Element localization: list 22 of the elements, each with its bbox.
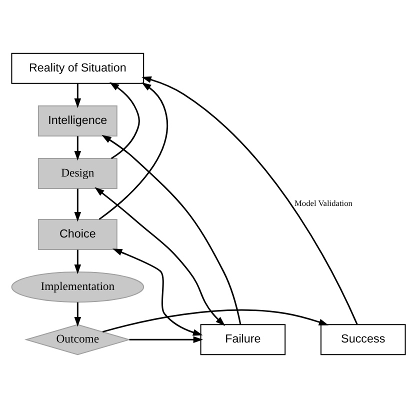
node-box: Design (38, 158, 118, 189)
arrow (74, 302, 82, 326)
arrow (74, 136, 82, 160)
arrow (74, 249, 82, 274)
arrow (102, 308, 329, 332)
arrow (112, 248, 203, 336)
node-box: Intelligence (38, 104, 118, 136)
arrow (129, 336, 204, 343)
node-box: Failure (200, 324, 286, 355)
node-box: Reality of Situation (11, 52, 144, 84)
arrow (102, 134, 242, 324)
node-ellipse: Implementation (11, 271, 144, 302)
edge-label: Model Validation (294, 198, 352, 208)
arrow (109, 82, 140, 159)
arrow (94, 186, 226, 326)
arrow (98, 82, 168, 220)
arrow (74, 188, 82, 222)
arrow (142, 76, 358, 324)
node-diamond: Outcome (24, 324, 131, 355)
node-box: Choice (38, 218, 118, 250)
arrow (74, 83, 82, 108)
node-box: Success (320, 324, 406, 355)
